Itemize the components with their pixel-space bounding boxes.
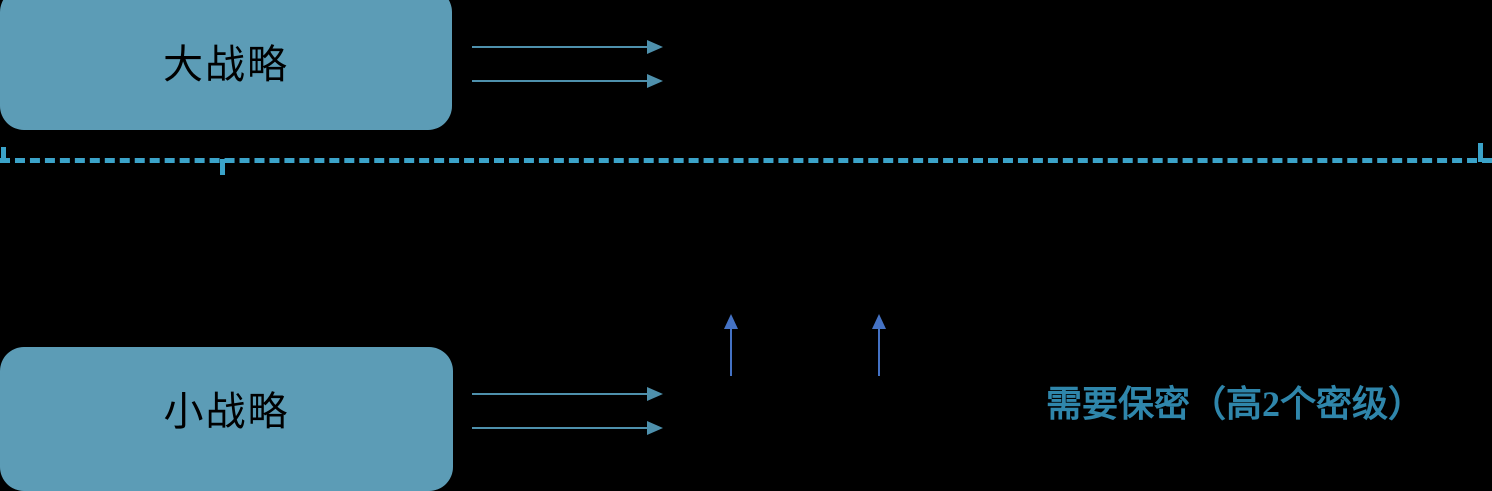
arrow-shaft xyxy=(472,80,648,82)
arrow-grand-strategy-output-1 xyxy=(472,40,663,54)
arrow-head-up-icon xyxy=(872,314,886,329)
arrow-head-up-icon xyxy=(724,314,738,329)
arrow-feedback-up-1 xyxy=(724,314,738,376)
dashed-divider xyxy=(0,143,1492,175)
node-small-strategy[interactable]: 小战略 xyxy=(0,347,453,491)
arrow-shaft xyxy=(878,325,880,376)
arrow-shaft xyxy=(730,325,732,376)
node-grand-strategy-label: 大战略 xyxy=(163,42,289,87)
arrow-head-right-icon xyxy=(647,74,663,88)
node-small-strategy-label: 小战略 xyxy=(163,389,290,434)
divider-rule xyxy=(0,158,1492,163)
arrow-feedback-up-2 xyxy=(872,314,886,376)
arrow-head-right-icon xyxy=(647,40,663,54)
arrow-small-strategy-output-1 xyxy=(472,387,663,401)
divider-tick-left xyxy=(1,147,6,162)
arrow-shaft xyxy=(472,427,648,429)
node-grand-strategy[interactable]: 大战略 xyxy=(0,0,452,130)
arrow-small-strategy-output-2 xyxy=(472,421,663,435)
arrow-head-right-icon xyxy=(647,421,663,435)
arrow-grand-strategy-output-2 xyxy=(472,74,663,88)
divider-tick-right xyxy=(1478,143,1483,162)
secrecy-annotation: 需要保密（高2个密级） xyxy=(1046,384,1425,424)
arrow-shaft xyxy=(472,393,648,395)
divider-tick-middle xyxy=(220,159,225,175)
arrow-shaft xyxy=(472,46,648,48)
arrow-head-right-icon xyxy=(647,387,663,401)
